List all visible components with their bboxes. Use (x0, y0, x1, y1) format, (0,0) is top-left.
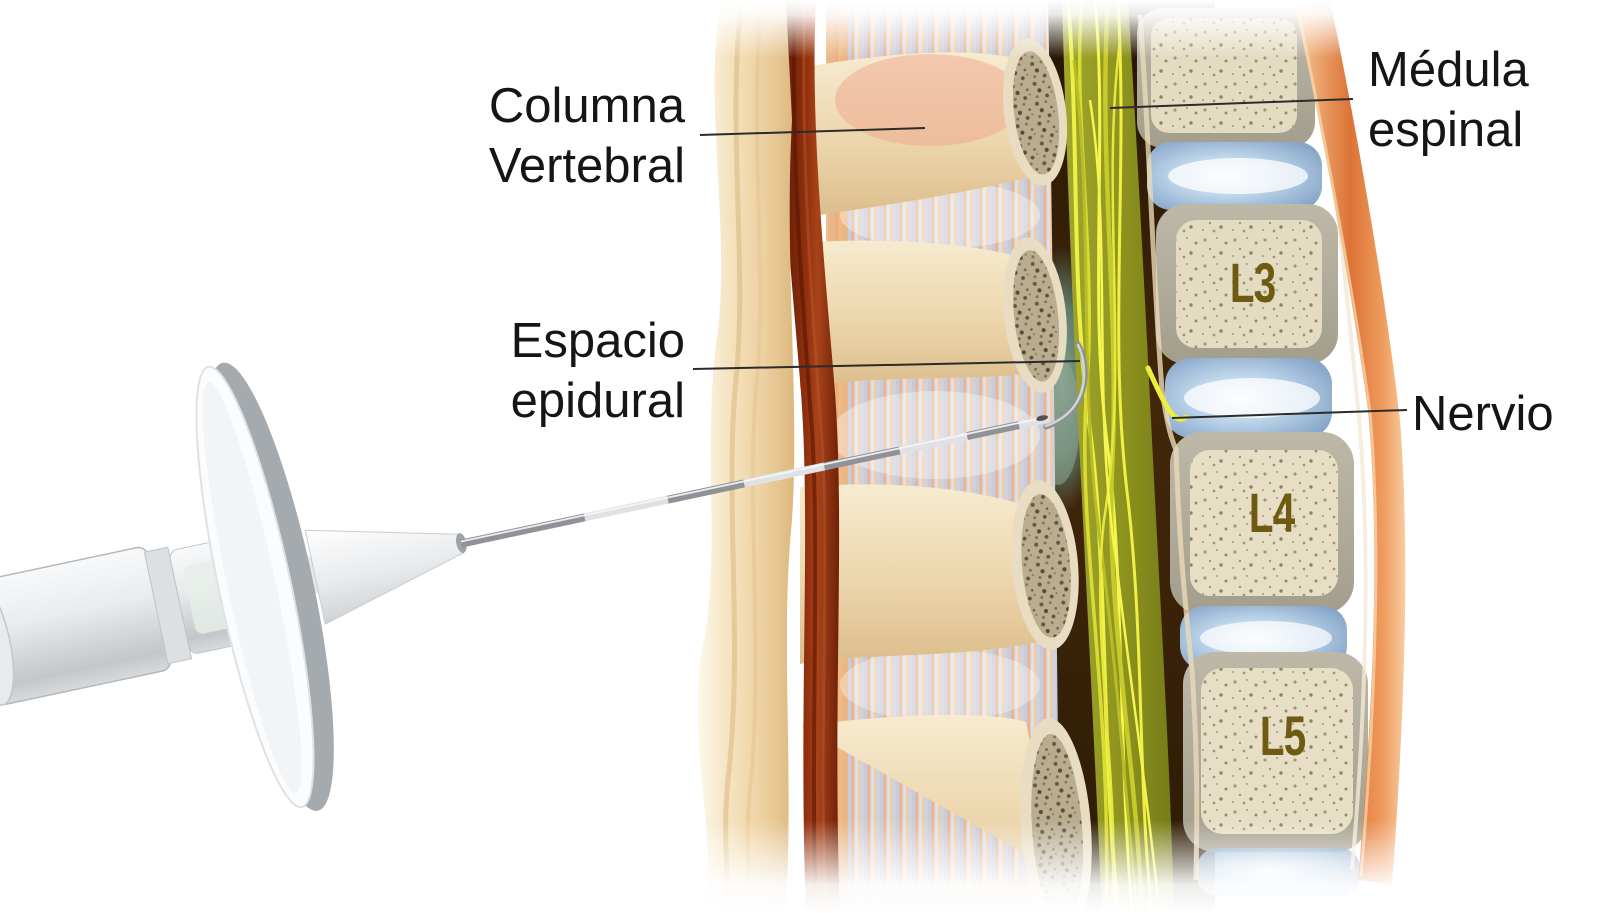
intervertebral-disc (1147, 142, 1322, 210)
label-espacio-epidural: Espacio epidural (375, 311, 685, 431)
luer-connector (0, 546, 193, 706)
epidural-needle-device (0, 362, 1050, 811)
label-nervio-text: Nervio (1412, 387, 1554, 441)
label-medula-espinal: Médula espinal (1368, 40, 1529, 160)
bottom-fade (0, 820, 1600, 913)
label-nervio: Nervio (1412, 384, 1554, 444)
skin-layer (697, 0, 795, 913)
top-fade (0, 0, 1600, 58)
label-vertebra-l3: L3 (1193, 255, 1313, 311)
label-vertebra-l4: L4 (1212, 485, 1332, 541)
needle-shaft (460, 415, 1050, 548)
nerve-bundle (1062, 0, 1189, 913)
espacio-leader-line (692, 360, 1081, 370)
vertebra-l5-text: L5 (1260, 704, 1306, 767)
posterior-ligament-line (1137, 14, 1200, 881)
spinous-process (800, 484, 1048, 664)
vertebra-l5 (1183, 652, 1368, 852)
leader-lines (692, 98, 1408, 419)
medula-leader-line (1109, 98, 1354, 109)
label-columna-line1: Columna (488, 79, 685, 133)
marrow-cross-section (1003, 237, 1067, 393)
needle-hub-cone (304, 529, 467, 625)
label-columna-line2: Vertebral (488, 139, 685, 193)
label-medula-line1: Médula (1368, 43, 1529, 97)
label-medula-line2: espinal (1368, 103, 1524, 157)
vertebra-l4 (1170, 432, 1354, 614)
marrow-cross-section (1002, 38, 1068, 186)
needle-wing-disc (195, 362, 334, 811)
nerve-root-branch (1145, 365, 1189, 422)
marrow-cross-section (1011, 480, 1079, 650)
label-espacio-line2: epidural (510, 374, 685, 428)
spinous-process (800, 52, 1046, 218)
vertebra-l3-text: L3 (1230, 251, 1276, 314)
vertebra-l3 (1156, 204, 1338, 364)
label-vertebra-l5: L5 (1223, 708, 1343, 764)
needle-tip-opening (1036, 415, 1048, 421)
muscle-layer (780, 0, 840, 913)
nervio-leader-line (1171, 409, 1408, 419)
label-espacio-line1: Espacio (510, 314, 685, 368)
spinous-process (800, 240, 1042, 388)
columna-leader-line (699, 127, 926, 136)
label-columna-vertebral: Columna Vertebral (375, 76, 685, 196)
vertebra-l4-text: L4 (1249, 481, 1295, 544)
spinous-process (800, 714, 1054, 913)
outer-tissue-band (1295, 0, 1406, 885)
intervertebral-disc (1165, 358, 1332, 438)
epidural-catheter (1043, 341, 1088, 430)
